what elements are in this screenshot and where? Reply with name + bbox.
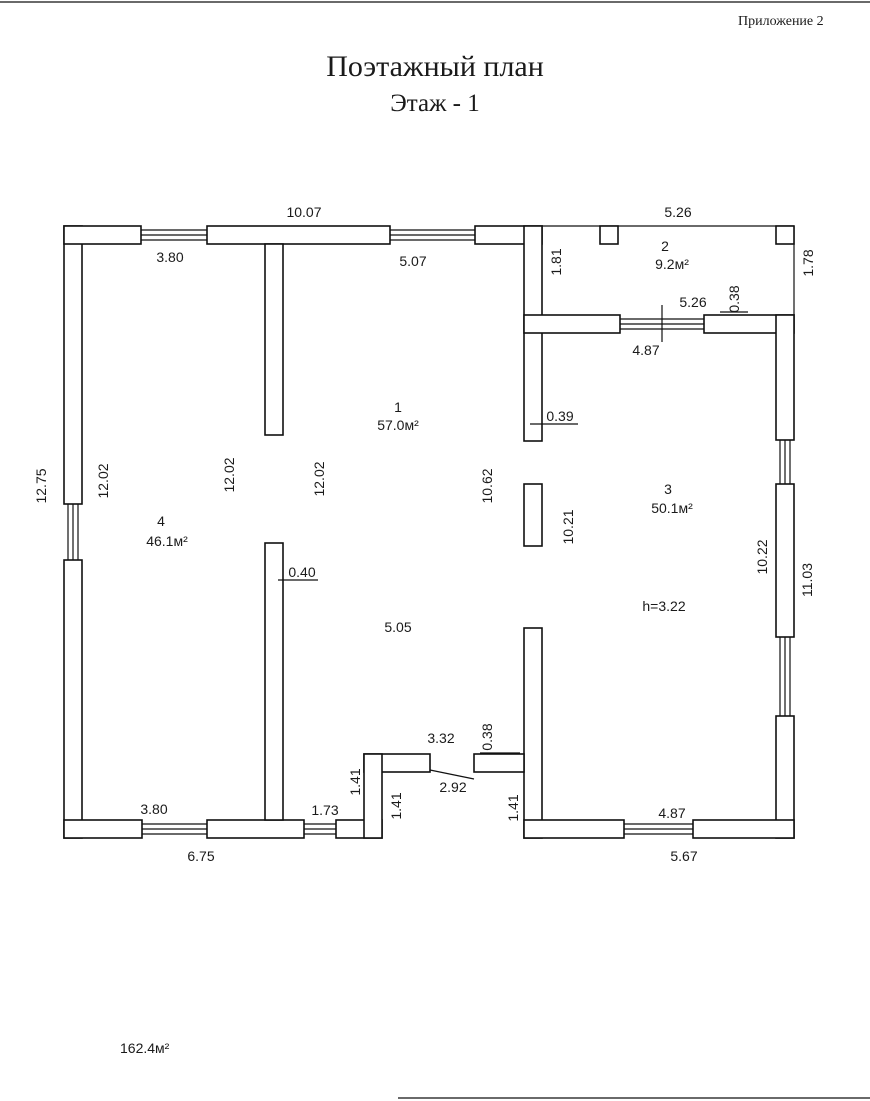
dim-top-right: 5.26 xyxy=(664,204,691,220)
wall-r3-top-a xyxy=(523,314,621,334)
wall-top-a xyxy=(63,225,142,245)
window-bottom-small xyxy=(304,823,336,835)
vestibule-left xyxy=(363,753,383,839)
room-4-number: 4 xyxy=(157,513,165,529)
dim-part-b: 12.02 xyxy=(311,461,327,496)
entrance-door xyxy=(429,769,475,780)
dim-038-top: 0.38 xyxy=(726,285,742,312)
dim-1021: 10.21 xyxy=(560,509,576,544)
dim-487-top: 4.87 xyxy=(632,342,659,358)
wall-r3-bottom-b xyxy=(692,819,795,839)
dim-038-bottom: 0.38 xyxy=(479,723,495,750)
dim-bottom-right: 5.67 xyxy=(670,848,697,864)
room-2-number: 2 xyxy=(661,238,669,254)
partition-lower xyxy=(264,542,284,821)
ceiling-height: h=3.22 xyxy=(642,598,685,614)
porch-post-right xyxy=(775,225,795,245)
dim-505: 5.05 xyxy=(384,619,411,635)
window-top-left xyxy=(141,229,207,241)
dim-window-top-mid: 5.07 xyxy=(399,253,426,269)
dim-332: 3.32 xyxy=(427,730,454,746)
dim-040: 0.40 xyxy=(288,564,315,580)
window-r3-right-upper xyxy=(779,440,791,484)
dim-173: 1.73 xyxy=(311,802,338,818)
wall-top-b xyxy=(206,225,391,245)
dim-178: 1.78 xyxy=(800,249,816,276)
dim-part-a: 12.02 xyxy=(221,457,237,492)
wall-r3-bottom-a xyxy=(523,819,625,839)
appendix-label: Приложение 2 xyxy=(738,14,824,29)
wall-left-upper xyxy=(63,225,83,505)
plan-title: Поэтажный план xyxy=(326,50,544,83)
dim-bottom-left: 6.75 xyxy=(187,848,214,864)
dim-left-overall: 12.75 xyxy=(33,468,49,503)
dim-window-bottom-left: 3.80 xyxy=(140,801,167,817)
wall-r3-right-a xyxy=(775,314,795,441)
room-1-number: 1 xyxy=(394,399,402,415)
wall-bottom-a xyxy=(63,819,143,839)
room-3-number: 3 xyxy=(664,481,672,497)
column xyxy=(523,483,543,547)
wall-center-lower xyxy=(523,627,543,839)
dim-141-a: 1.41 xyxy=(347,768,363,795)
dim-1062: 10.62 xyxy=(479,468,495,503)
dim-141-b: 1.41 xyxy=(388,792,404,819)
room-4-area: 46.1м² xyxy=(146,533,188,549)
room-2-area: 9.2м² xyxy=(655,256,689,272)
room-3-area: 50.1м² xyxy=(651,500,693,516)
dim-left-inner: 12.02 xyxy=(95,463,111,498)
dim-292: 2.92 xyxy=(439,779,466,795)
window-r3-bottom xyxy=(624,823,693,835)
floor-label: Этаж - 1 xyxy=(390,90,480,117)
wall-r3-right-b xyxy=(775,483,795,638)
dim-window-top-left: 3.80 xyxy=(156,249,183,265)
total-area: 162.4м² xyxy=(120,1040,170,1056)
porch-post-left xyxy=(599,225,619,245)
dim-1022: 10.22 xyxy=(754,539,770,574)
vestibule-right xyxy=(473,753,525,773)
dim-526-inner: 5.26 xyxy=(679,294,706,310)
dim-039: 0.39 xyxy=(546,408,573,424)
dim-181: 1.81 xyxy=(548,248,564,275)
dim-window-bottom-right: 4.87 xyxy=(658,805,685,821)
dim-141-c: 1.41 xyxy=(505,794,521,821)
dim-right-overall: 11.03 xyxy=(799,563,815,597)
wall-left-lower xyxy=(63,559,83,839)
room-1-area: 57.0м² xyxy=(377,417,419,433)
window-top-mid xyxy=(390,229,475,241)
wall-bottom-b xyxy=(206,819,305,839)
dim-top-overall: 10.07 xyxy=(286,204,321,220)
window-bottom-left xyxy=(142,823,207,835)
partition-upper xyxy=(264,243,284,436)
window-left xyxy=(67,504,79,560)
window-r3-top xyxy=(620,305,704,342)
window-r3-right-lower xyxy=(779,637,791,716)
